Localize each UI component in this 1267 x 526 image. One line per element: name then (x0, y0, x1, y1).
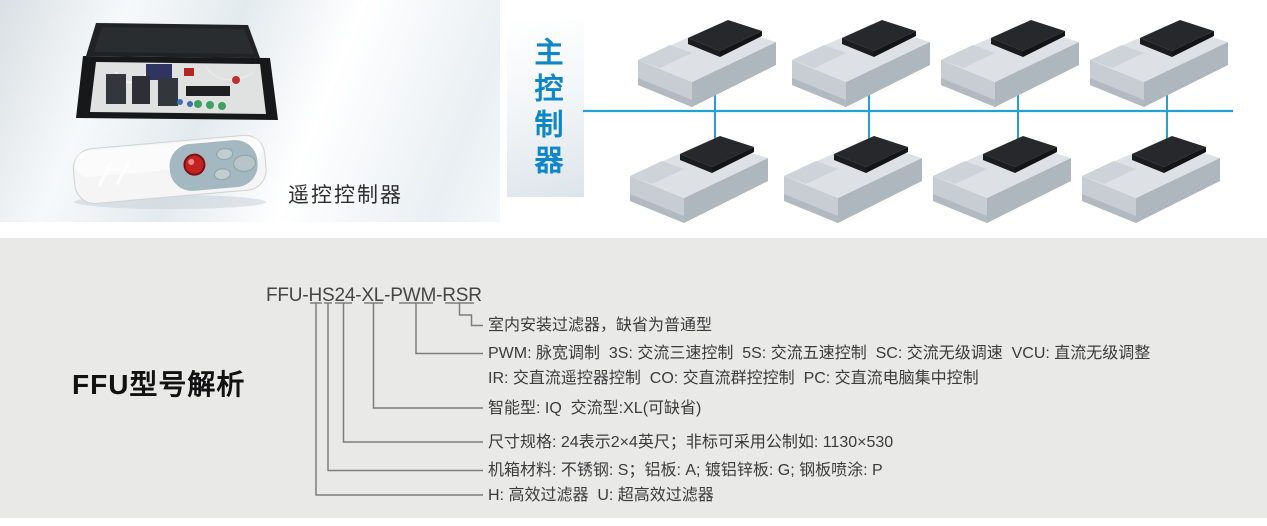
ffu-unit (1082, 136, 1220, 223)
explanation-smart-type: 智能型: IQ 交流型:XL(可缺省) (488, 400, 702, 417)
explanation-filter-type: 室内安装过滤器，缺省为普通型 (488, 317, 713, 334)
component (184, 68, 194, 76)
ffu-unit (638, 20, 776, 107)
ffu-unit (784, 136, 922, 223)
capacitor (177, 99, 183, 105)
capacitor (187, 101, 193, 107)
relay (132, 76, 150, 104)
controller-lid-inner (94, 27, 254, 54)
remote-button (213, 168, 231, 181)
remote-button (216, 147, 234, 161)
explanation-filter-grade: H: 高效过滤器 U: 超高效过滤器 (488, 487, 714, 504)
wire (205, 66, 255, 81)
ffu-unit (630, 136, 768, 223)
main-controller-label: 主控制器 (530, 36, 562, 181)
remote-red-button (183, 153, 206, 176)
relay (158, 78, 178, 106)
terminal (194, 100, 202, 108)
remote-control (72, 134, 267, 204)
explanation-control-mode-1: PWM: 脉宽调制 3S: 交流三速控制 5S: 交流五速控制 SC: 交流无级… (488, 345, 1151, 362)
relay (106, 74, 126, 104)
terminal (206, 101, 214, 109)
ffu-unit (1090, 20, 1228, 107)
ffu-unit (941, 20, 1079, 107)
remote-button-panel (169, 140, 258, 191)
explanation-control-mode-2: IR: 交直流遥控器控制 CO: 交直流群控控制 PC: 交直流电脑集中控制 (488, 370, 979, 387)
button-highlight (188, 158, 195, 165)
explanation-case-material: 机箱材料: 不锈钢: S；铝板: A; 镀铝锌板: G; 钢板喷涂: P (488, 462, 883, 479)
glare (97, 160, 131, 187)
remote-button (232, 154, 257, 172)
remote-controller-label: 遥控控制器 (288, 184, 403, 207)
model-breakdown-section (0, 238, 1267, 518)
remote-controller-photo (72, 23, 278, 209)
explanation-size-spec: 尺寸规格: 24表示2×4英尺；非标可采用公制如: 1130×530 (488, 434, 894, 451)
terminal (218, 102, 226, 110)
main-controller-box: 主控制器 (507, 20, 584, 197)
ic-chip (186, 86, 230, 96)
component (232, 76, 240, 84)
transformer (146, 64, 172, 80)
ffu-network-diagram (583, 20, 1233, 223)
top-section: 遥控控制器 主控制器 (0, 0, 1267, 223)
model-number: FFU-HS24-XL-PWM-RSR (266, 285, 482, 306)
ffu-unit (933, 136, 1071, 223)
section-title: FFU型号解析 (72, 369, 246, 400)
ffu-unit (792, 20, 930, 107)
